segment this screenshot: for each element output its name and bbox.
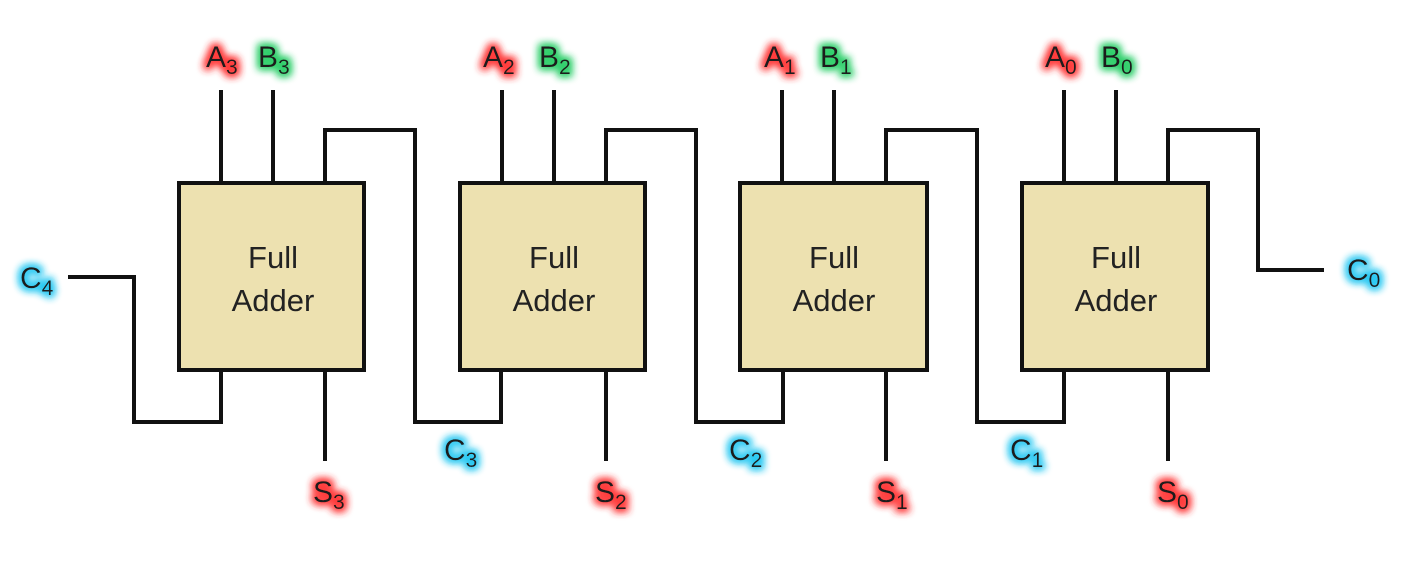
carry-in-wire-c3	[323, 128, 503, 424]
carry-label-c2: C2	[729, 434, 762, 472]
input-label-a2: A2	[483, 41, 515, 79]
full-adder-block	[1020, 181, 1210, 372]
sum-label-s3: S3	[313, 476, 345, 514]
input-label-b0: B0	[1101, 41, 1133, 79]
block-label-line2: Adder	[793, 283, 876, 318]
carry-in-wire-c1	[884, 128, 1066, 424]
full-adder-stage-1: Full Adder	[738, 90, 1066, 461]
block-label-line1: Full	[809, 240, 859, 275]
sum-label-s1: S1	[876, 476, 908, 514]
sum-label-s0: S0	[1157, 476, 1189, 514]
block-label-line2: Adder	[513, 283, 596, 318]
carry-in-wire-c2	[604, 128, 785, 424]
input-label-a1: A1	[764, 41, 796, 79]
input-label-b3: B3	[258, 41, 290, 79]
block-label-line2: Adder	[232, 283, 315, 318]
input-label-a0: A0	[1045, 41, 1077, 79]
full-adder-stage-3: Full Adder	[68, 90, 503, 461]
carry-label-c0: C0	[1347, 254, 1380, 292]
full-adder-block	[458, 181, 647, 372]
full-adder-stage-2: Full Adder	[458, 90, 785, 461]
block-label-line1: Full	[1091, 240, 1141, 275]
carry-label-c1: C1	[1010, 434, 1043, 472]
sum-label-s2: S2	[595, 476, 627, 514]
input-label-b1: B1	[820, 41, 852, 79]
full-adder-block	[738, 181, 929, 372]
carry-out-wire-c4	[68, 275, 223, 424]
input-label-b2: B2	[539, 41, 571, 79]
carry-label-c3: C3	[444, 434, 477, 472]
input-label-a3: A3	[206, 41, 238, 79]
block-label-line2: Adder	[1075, 283, 1158, 318]
carry-in-wire-c0	[1166, 128, 1324, 272]
full-adder-block	[177, 181, 366, 372]
carry-label-c4: C4	[20, 262, 54, 300]
block-label-line1: Full	[248, 240, 298, 275]
full-adder-stage-0: Full Adder	[1020, 90, 1324, 461]
block-label-line1: Full	[529, 240, 579, 275]
